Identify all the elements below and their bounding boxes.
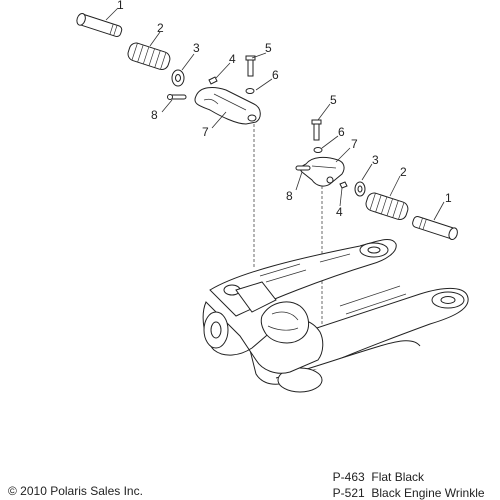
legend-finish: Black Engine Wrinkle: [371, 486, 485, 500]
callout-upper-2: 2: [157, 21, 164, 35]
callout-upper-6: 6: [272, 68, 279, 82]
callout-lower-3: 3: [372, 153, 379, 167]
callout-lower-5: 5: [330, 93, 337, 107]
legend-code: P-463: [332, 470, 365, 484]
callout-lower-2: 2: [400, 165, 407, 179]
upper-footpeg-assembly: [76, 7, 273, 268]
lower-footpeg-assembly: [295, 103, 458, 328]
upper-bracket: [194, 87, 261, 125]
finish-legend-2: P-521 Black Engine Wrinkle: [326, 472, 485, 500]
upper-peg-pin: [76, 13, 123, 38]
callout-upper-5: 5: [265, 41, 272, 55]
callout-lower-1: 1: [445, 191, 452, 205]
callout-upper-7: 7: [202, 125, 209, 139]
lower-cotter-pin: [339, 181, 348, 189]
callout-lower-6: 6: [338, 125, 345, 139]
callout-upper-1: 1: [117, 0, 124, 12]
callout-upper-4: 4: [229, 52, 236, 66]
legend-code: P-521: [332, 486, 365, 500]
copyright-notice: © 2010 Polaris Sales Inc.: [8, 484, 143, 498]
upper-clevis-pin: [167, 94, 187, 100]
lower-washer: [354, 181, 366, 197]
callout-lower-8: 8: [286, 189, 293, 203]
lower-clevis-pin: [295, 165, 311, 171]
legend-finish: Flat Black: [371, 470, 425, 484]
swingarm: [202, 239, 469, 393]
callouts-upper: 1 2 3 4 5 6 8 7: [117, 0, 279, 139]
callout-lower-4: 4: [336, 205, 343, 219]
upper-bolt: [245, 55, 256, 77]
lower-peg-pin: [412, 216, 458, 241]
lower-small-washer: [313, 147, 323, 153]
callouts-lower: 5 6 7 3 2 1 8 4: [286, 93, 452, 219]
callout-upper-3: 3: [193, 41, 200, 55]
finish-legend-1: P-463 Flat Black: [326, 456, 424, 484]
upper-washer: [171, 69, 185, 87]
callout-lower-7: 7: [351, 137, 358, 151]
upper-small-washer: [245, 88, 255, 94]
lower-rubber-grip: [365, 192, 409, 221]
lower-bracket: [299, 156, 345, 187]
upper-rubber-grip: [127, 42, 171, 71]
callout-upper-8: 8: [151, 108, 158, 122]
lower-bolt: [311, 119, 322, 141]
upper-cotter-pin: [208, 76, 218, 85]
